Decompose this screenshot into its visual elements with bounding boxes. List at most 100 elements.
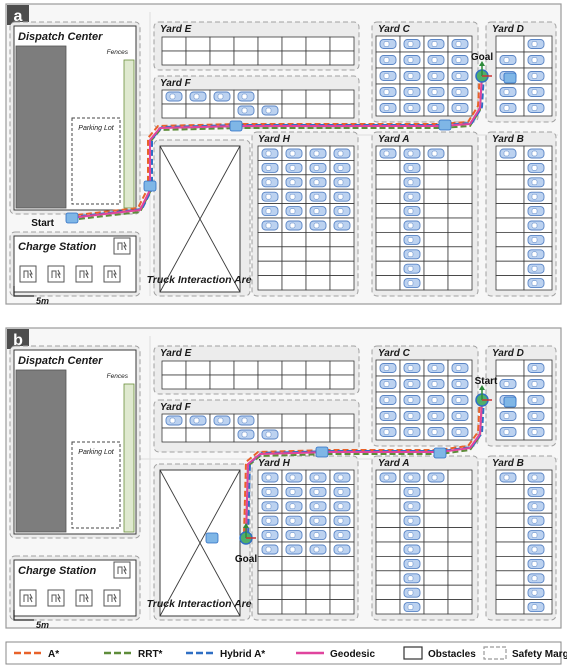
parking-slot — [447, 584, 473, 601]
parking-slot — [495, 174, 525, 190]
parking-slot — [281, 570, 307, 586]
parking-slot — [447, 231, 473, 248]
vehicle-window — [313, 489, 320, 495]
parking-slot — [185, 374, 211, 390]
parking-slot — [423, 555, 449, 572]
vehicle-window — [531, 503, 538, 510]
vehicle-window — [431, 413, 438, 419]
parking-slot — [495, 555, 525, 572]
plug-icon — [51, 593, 61, 603]
vehicle-window — [383, 89, 390, 95]
parking-slot — [281, 89, 307, 105]
legend-label: Safety Margin — [512, 649, 567, 660]
vehicle-window — [337, 474, 344, 481]
parking-slot — [233, 36, 259, 52]
vehicle-window — [455, 413, 462, 419]
plug-icon — [79, 269, 89, 279]
vehicle-window — [407, 489, 414, 495]
truck-area-label: Truck Interaction Area — [147, 274, 258, 286]
parking-slot — [161, 36, 187, 52]
parking-slot — [209, 103, 235, 119]
vehicle-window — [531, 57, 538, 63]
parking-slot — [447, 498, 473, 514]
parking-slot — [305, 374, 331, 390]
vehicle-window — [265, 489, 272, 495]
vehicle-window — [265, 208, 272, 214]
yard-b-label: Yard B — [492, 458, 524, 469]
parking-slot — [495, 203, 525, 219]
yard-a-label: Yard A — [378, 458, 410, 469]
parking-slot — [257, 89, 283, 105]
vehicle-window — [431, 105, 438, 111]
yard-e-grid — [161, 360, 355, 390]
vehicle-window — [455, 429, 462, 435]
yard-f-label: Yard F — [160, 402, 192, 413]
vehicle-window — [265, 107, 272, 114]
parking-slot — [305, 360, 331, 376]
vehicle-window — [265, 431, 272, 438]
vehicle-window — [431, 57, 438, 63]
parking-slot — [329, 427, 355, 443]
parking-slot — [495, 498, 525, 514]
plug-icon — [23, 593, 33, 603]
vehicle-window — [531, 397, 538, 403]
parking-slot — [423, 275, 449, 291]
vehicle-window — [193, 93, 200, 100]
parking-slot — [495, 570, 525, 586]
parking-slot — [209, 36, 235, 52]
vehicle-window — [383, 413, 390, 419]
parking-slot — [375, 527, 401, 543]
parking-slot — [423, 174, 449, 190]
legend-label: Geodesic — [330, 649, 375, 660]
drone-marker — [229, 120, 243, 132]
panel-label-box — [7, 5, 29, 25]
charger-icon — [47, 589, 65, 607]
vehicle-window — [265, 222, 272, 229]
parking-slot — [281, 599, 307, 615]
parking-slot — [423, 541, 449, 557]
arrow-up-icon — [479, 61, 485, 66]
parking-slot — [495, 359, 525, 377]
vehicle-window — [407, 265, 414, 272]
parking-slot — [447, 145, 473, 161]
parking-slot — [495, 231, 525, 248]
vehicle-window — [531, 413, 538, 419]
parking-slot — [423, 483, 449, 500]
charger-icon — [19, 589, 37, 607]
vehicle-window — [431, 381, 438, 387]
parking-slot — [329, 103, 355, 119]
goal-label: Goal — [235, 554, 257, 565]
vehicle-window — [265, 546, 272, 553]
parking-slot — [281, 246, 307, 262]
vehicle-window — [337, 179, 344, 186]
parking-slot — [423, 527, 449, 543]
parking-slot — [305, 555, 331, 572]
drone-body — [503, 72, 517, 84]
parking-slot — [329, 599, 355, 615]
parking-slot — [447, 570, 473, 586]
parking-slot — [495, 35, 525, 53]
parking-slot — [281, 360, 307, 376]
vehicle-window — [265, 165, 272, 171]
parking-slot — [305, 275, 331, 291]
parking-slot — [161, 103, 187, 119]
parking-slot — [257, 260, 283, 277]
parking-slot — [375, 584, 401, 601]
vehicle-window — [455, 381, 462, 387]
vehicle-window — [531, 575, 538, 582]
vehicle-window — [531, 89, 538, 95]
parking-slot — [329, 89, 355, 105]
vehicle-window — [531, 561, 538, 567]
vehicle-window — [289, 179, 296, 186]
parking-slot — [447, 483, 473, 500]
vehicle-window — [455, 397, 462, 403]
parking-slot — [281, 36, 307, 52]
vehicle-window — [531, 179, 538, 186]
legend-frame — [5, 641, 562, 665]
vehicle-window — [407, 41, 414, 47]
parking-slot — [423, 231, 449, 248]
parking-slot — [375, 246, 401, 262]
parking-slot — [305, 89, 331, 105]
parking-slot — [233, 360, 259, 376]
parking-slot — [281, 231, 307, 248]
